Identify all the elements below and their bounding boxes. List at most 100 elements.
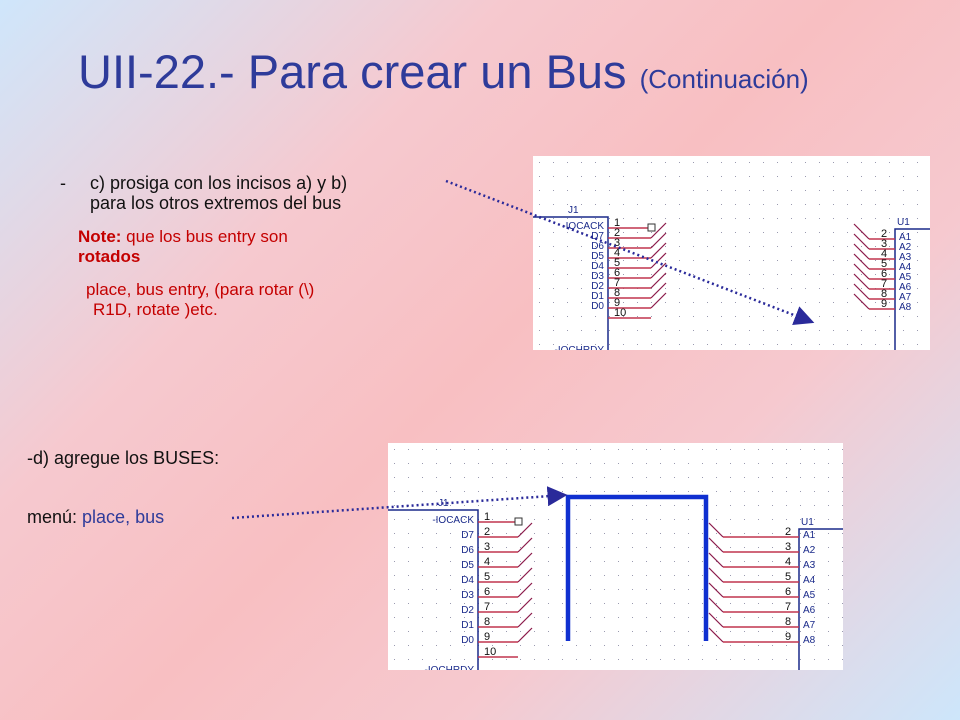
u1-signal-label: A4: [899, 262, 912, 273]
j1-pin-number: 4: [484, 556, 490, 568]
j1-pin-number: 5: [484, 571, 490, 583]
u1-bus-entry: [853, 283, 870, 300]
u1-bus-entry: [853, 263, 870, 280]
j1-bus-entry: [517, 582, 533, 598]
u1-bus-entry: [708, 627, 724, 643]
step-c-text: c) prosiga con los incisos a) y b) para …: [90, 173, 460, 213]
u1-bus-entry: [853, 293, 870, 310]
bullet-dash: -: [60, 173, 66, 193]
j1-signal-label: D1: [461, 620, 474, 631]
u1-signal-label: A3: [899, 252, 912, 263]
u1-pin-number: 2: [881, 228, 887, 240]
u1-bus-entry: [708, 582, 724, 598]
slide-title-main: UII-22.- Para crear un Bus: [78, 45, 627, 98]
step-c-line-1: c) prosiga con los incisos a) y b): [90, 173, 348, 193]
u1-pin-number: 4: [785, 556, 791, 568]
slide-title: UII-22.- Para crear un Bus (Continuación…: [78, 44, 809, 99]
u1-signal-label: A4: [803, 575, 816, 586]
u1-pin-number: 2: [785, 526, 791, 538]
schematic-bus-entries-canvas: J1U112345678910-IOCACKD7D6D5D4D3D2D1D023…: [533, 162, 930, 350]
u1-signal-label: A8: [899, 302, 912, 313]
j1-bus-entry: [517, 537, 533, 553]
j1-pin-number: 8: [484, 616, 490, 628]
place-bus-entry-tip: place, bus entry, (para rotar (\) R1D, r…: [86, 280, 426, 320]
note-text: que los bus entry son: [121, 227, 288, 246]
u1-bus-entry: [853, 273, 870, 290]
j1-signal-label-partial: -IOCHRDY: [555, 345, 605, 350]
j1-bus-entry: [517, 612, 533, 628]
u1-pin-number: 6: [881, 268, 887, 280]
j1-bus-entry: [517, 597, 533, 613]
u1-bus-entry: [853, 223, 870, 240]
u1-signal-label: A1: [803, 530, 816, 541]
u1-signal-label: A6: [803, 605, 816, 616]
place-tip-line-2: R1D, rotate )etc.: [93, 300, 218, 319]
slide-title-sub: (Continuación): [639, 64, 809, 94]
j1-pin-number: 2: [484, 526, 490, 538]
u1-pin-number: 8: [881, 288, 887, 300]
u1-pin-number: 6: [785, 586, 791, 598]
j1-signal-label: D4: [461, 575, 474, 586]
u1-pin-number: 5: [881, 258, 887, 270]
u1-signal-label: A6: [899, 282, 912, 293]
j1-signal-label: D0: [591, 301, 604, 312]
j1-signal-label: D0: [461, 635, 474, 646]
u1-bus-entry: [708, 522, 724, 538]
u1-pin-number: 9: [881, 298, 887, 310]
no-connect-marker: [514, 517, 523, 526]
u1-bus-entry: [708, 552, 724, 568]
u1-reference: U1: [897, 217, 910, 228]
u1-signal-label: A2: [803, 545, 816, 556]
j1-pin-number: 7: [484, 601, 490, 613]
j1-bus-entry: [517, 567, 533, 583]
u1-bus-entry: [708, 537, 724, 553]
j1-signal-label: -IOCACK: [432, 515, 474, 526]
u1-signal-label: A7: [899, 292, 912, 303]
j1-bus-entry: [517, 552, 533, 568]
u1-bus-entry: [853, 233, 870, 250]
j1-signal-label: D2: [461, 605, 474, 616]
menu-instruction: menú: place, bus: [27, 507, 164, 527]
j1-pin-number: 1: [484, 511, 490, 523]
menu-label: menú:: [27, 507, 83, 527]
u1-component-body: [798, 528, 843, 670]
note-emphasis: rotados: [78, 247, 141, 266]
bus-line: [565, 494, 709, 641]
step-d-text: -d) agregue los BUSES:: [27, 448, 220, 468]
j1-pin-number: 9: [484, 631, 490, 643]
u1-signal-label: A2: [899, 242, 912, 253]
u1-pin-number: 3: [785, 541, 791, 553]
menu-place-bus: place, bus: [82, 507, 165, 527]
u1-pin-number: 9: [785, 631, 791, 643]
u1-pin-number: 7: [785, 601, 791, 613]
j1-signal-label: D6: [461, 545, 474, 556]
u1-pin-number: 4: [881, 248, 887, 260]
u1-signal-label: A3: [803, 560, 816, 571]
schematic-bus-drawn-canvas: J1U112345678910-IOCACKD7D6D5D4D3D2D1D023…: [388, 449, 843, 670]
u1-pin-number: 3: [881, 238, 887, 250]
u1-pin-number: 5: [785, 571, 791, 583]
place-tip-line-1: place, bus entry, (para rotar (\): [86, 280, 315, 299]
u1-bus-entry: [708, 567, 724, 583]
j1-bus-entry: [517, 627, 533, 643]
u1-pin-number: 8: [785, 616, 791, 628]
j1-signal-label: D3: [461, 590, 474, 601]
j1-reference: J1: [438, 498, 449, 509]
u1-bus-entry: [853, 243, 870, 260]
u1-bus-entry: [708, 612, 724, 628]
j1-pin-number: 3: [484, 541, 490, 553]
j1-pin-number: 6: [484, 586, 490, 598]
j1-signal-label: D5: [461, 560, 474, 571]
note-bus-entry-rotated: Note: que los bus entry son rotados: [78, 227, 418, 267]
no-connect-marker: [647, 223, 656, 232]
u1-signal-label: A1: [899, 232, 912, 243]
j1-signal-label: D7: [461, 530, 474, 541]
u1-bus-entry: [708, 597, 724, 613]
u1-signal-label: A5: [803, 590, 816, 601]
j1-pin-number: 10: [614, 307, 626, 319]
u1-pin-number: 7: [881, 278, 887, 290]
note-keyword: Note:: [78, 227, 122, 246]
step-c-line-2: para los otros extremos del bus: [90, 193, 342, 213]
